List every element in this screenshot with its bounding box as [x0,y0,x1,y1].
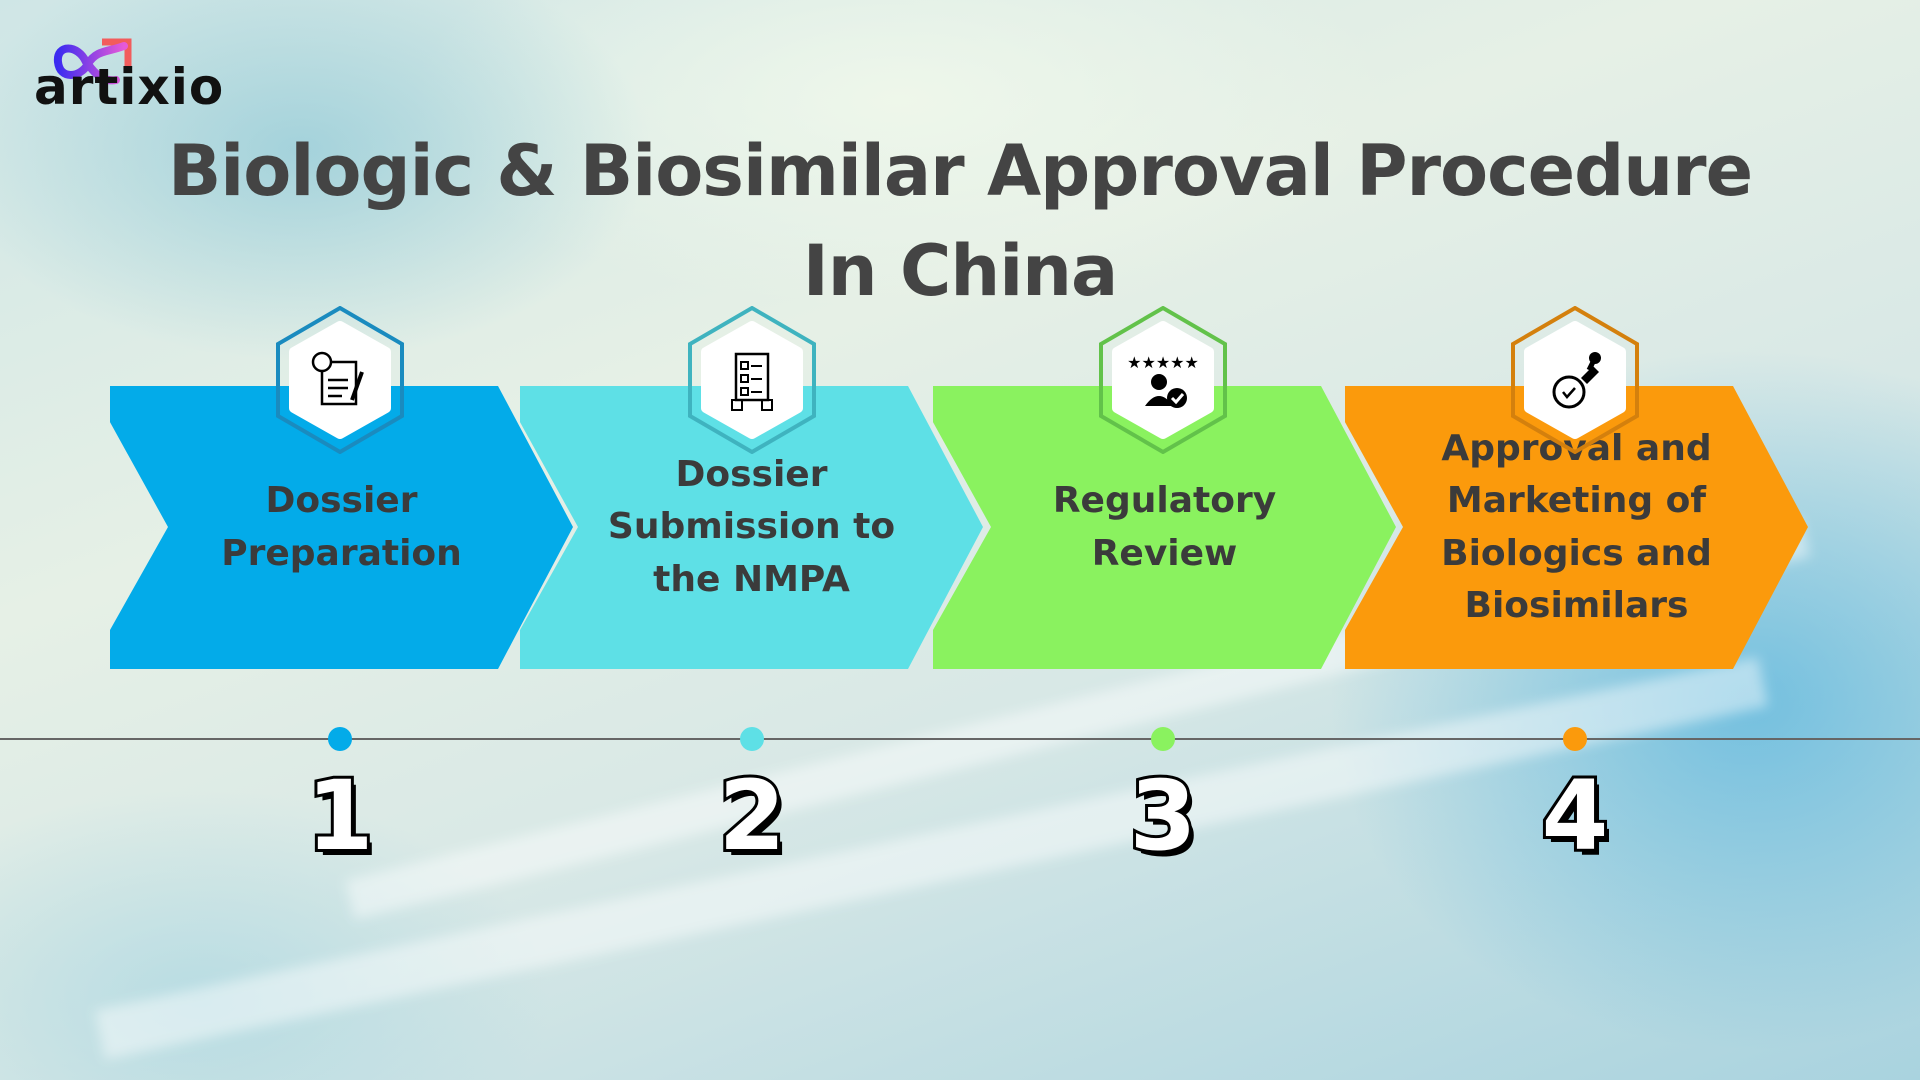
chevron-shape [933,386,1396,669]
step-number: 2 [716,757,789,875]
step-number: 1 [304,757,377,875]
step-label: Dossier Preparation [221,480,462,574]
timeline-line [0,738,1920,740]
timeline-dot [1563,727,1587,751]
step-number: 4 [1539,757,1612,875]
chevron-shape [520,386,983,669]
step-label: Approval and Marketing of Biologics and … [1441,428,1712,626]
svg-text:★★★★★: ★★★★★ [1127,353,1199,372]
star-rating-user-check-icon: ★★★★★ [1127,353,1199,408]
step-3-arrow: Regulatory Review [933,386,1396,669]
step-1-icon-badge [275,305,405,455]
page-title-line1: Biologic & Biosimilar Approval Procedure [167,130,1753,212]
step-4-arrow: Approval and Marketing of Biologics and … [1345,386,1808,669]
timeline-dot [328,727,352,751]
step-label: Regulatory Review [1052,480,1277,574]
step-number: 3 [1127,757,1200,875]
approval-stamp-icon [1552,352,1601,409]
chevron-shape [1345,386,1808,669]
chevron-shape [110,386,573,669]
step-3-icon-badge: ★★★★★ [1098,305,1228,455]
step-1-arrow: Dossier Preparation [110,386,573,669]
step-label: Dossier Submission to the NMPA [607,454,896,600]
step-2-arrow: Dossier Submission to the NMPA [520,386,983,669]
step-2-icon-badge [687,305,817,455]
brand-name: artixio [34,58,225,116]
step-4-icon-badge [1510,305,1640,455]
page-title-line2: In China [802,230,1119,312]
artixio-logo [53,38,132,85]
timeline-dot [1151,727,1175,751]
checklist-hands-icon [731,352,773,411]
document-gear-pen-icon [311,351,364,406]
timeline-dot [740,727,764,751]
